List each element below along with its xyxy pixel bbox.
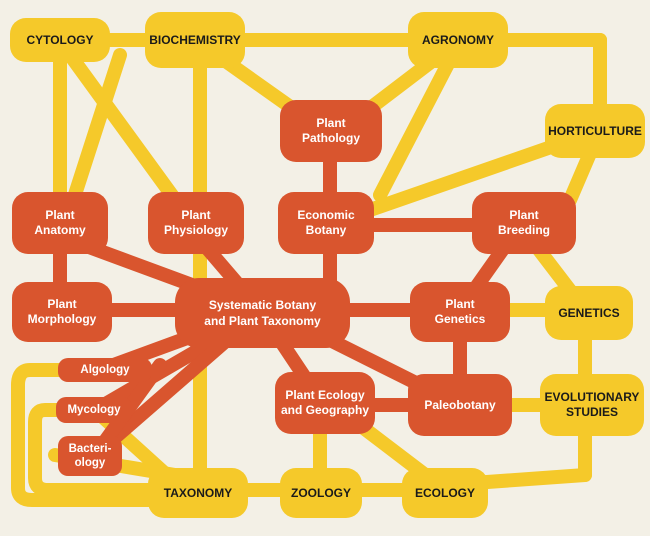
node-evolutionary-studies: EVOLUTIONARY STUDIES [540, 374, 644, 436]
link-biochemistry-anatomy [63, 48, 127, 217]
node-ecology: ECOLOGY [402, 468, 488, 518]
node-plant-anatomy: Plant Anatomy [12, 192, 108, 254]
node-zoology: ZOOLOGY [280, 468, 362, 518]
node-economic-botany: Economic Botany [278, 192, 374, 254]
node-paleobotany: Paleobotany [408, 374, 512, 436]
node-cytology: CYTOLOGY [10, 18, 110, 62]
node-plant-genetics: Plant Genetics [410, 282, 510, 342]
node-genetics: GENETICS [545, 286, 633, 340]
node-mycology: Mycology [56, 397, 132, 423]
link-agronomy-economic [373, 53, 457, 202]
node-plant-morphology: Plant Morphology [12, 282, 112, 342]
node-bacteriology: Bacteri- ology [58, 436, 122, 476]
node-agronomy: AGRONOMY [408, 12, 508, 68]
node-plant-pathology: Plant Pathology [280, 100, 382, 162]
systematic-botany-label: Systematic Botany and Plant Taxonomy [204, 298, 321, 329]
node-biochemistry: BIOCHEMISTRY [145, 12, 245, 68]
node-plant-ecology-geography: Plant Ecology and Geography [275, 372, 375, 434]
node-horticulture: HORTICULTURE [545, 104, 645, 158]
node-plant-breeding: Plant Breeding [472, 192, 576, 254]
link-algology-taxonomy [11, 363, 197, 507]
link-mycology-taxonomy [28, 403, 182, 497]
node-plant-physiology: Plant Physiology [148, 192, 244, 254]
systematic-botany-hub [175, 278, 350, 348]
node-taxonomy: TAXONOMY [148, 468, 248, 518]
node-algology: Algology [58, 358, 152, 382]
